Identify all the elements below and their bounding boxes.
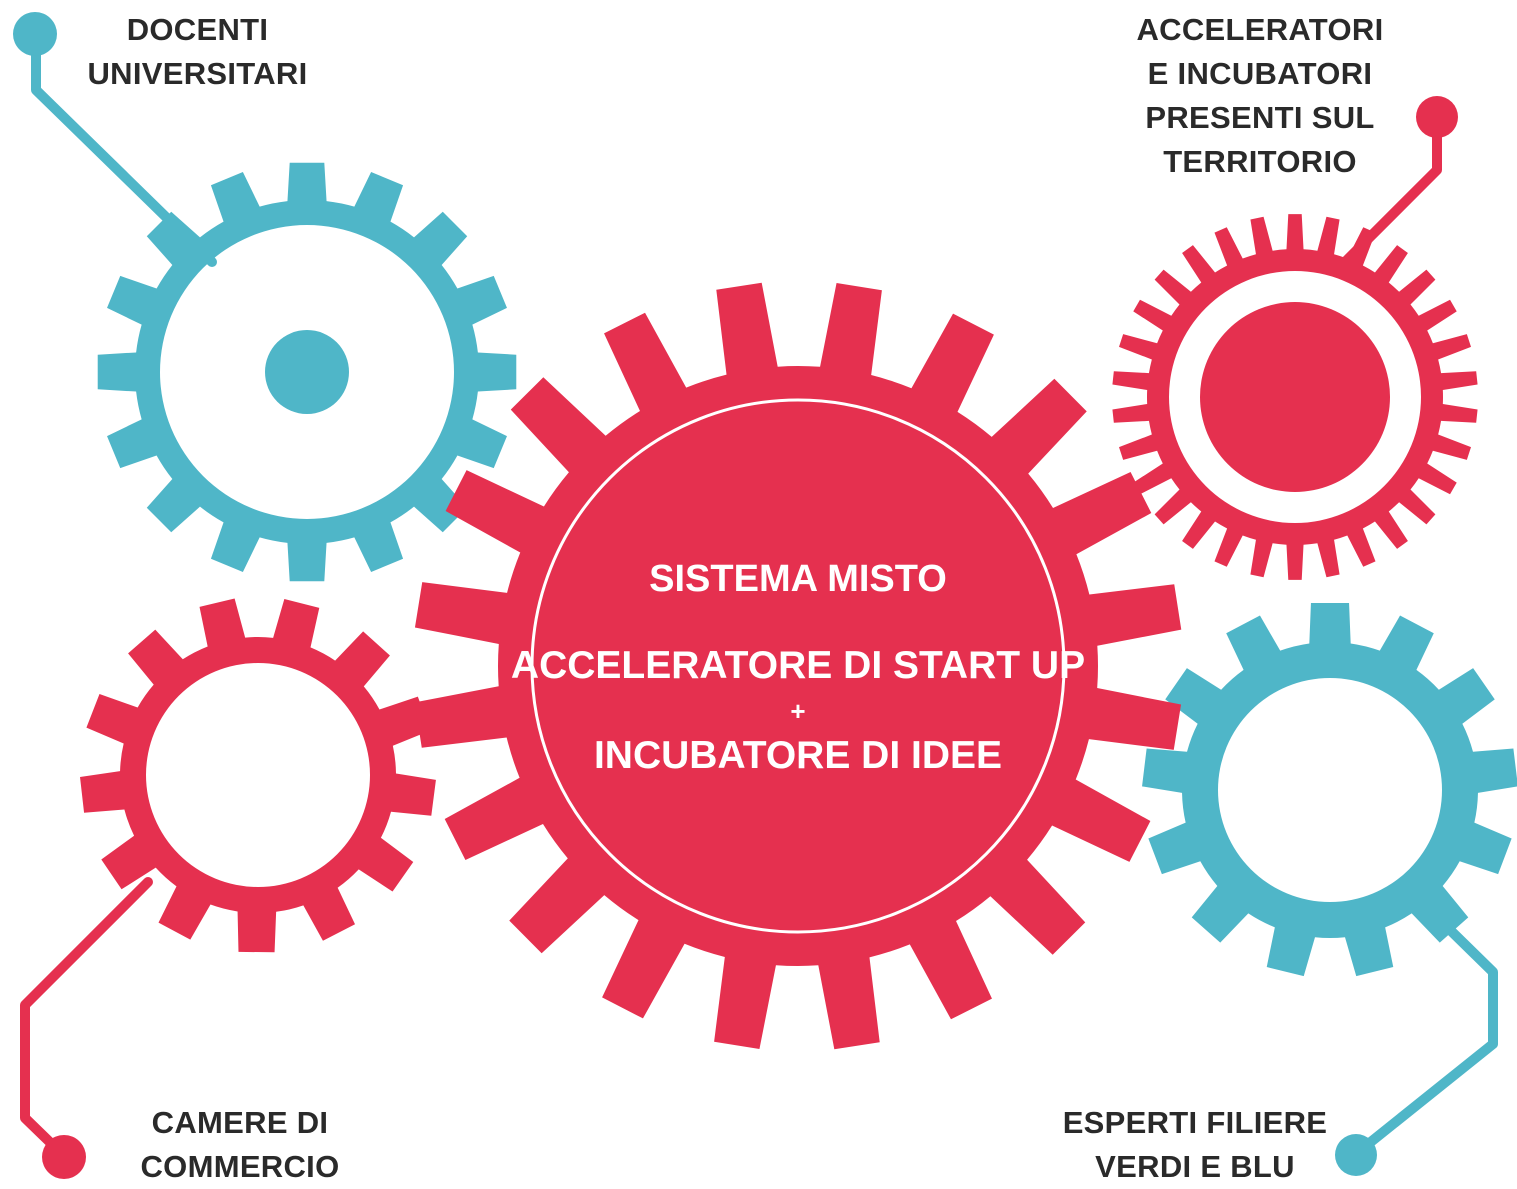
gear-bottom-right [1142, 602, 1517, 977]
connector-line-esperti [1352, 920, 1498, 1158]
label-camere-line-2: COMMERCIO [140, 1149, 340, 1184]
label-acceleratori-line-3: PRESENTI SUL [1145, 100, 1375, 135]
label-esperti-line-2: VERDI E BLU [1095, 1149, 1295, 1184]
endpoint-dot-acceleratori [1416, 96, 1458, 138]
endpoint-dot-esperti [1335, 1134, 1377, 1176]
label-acceleratori-line-2: E INCUBATORI [1147, 56, 1373, 91]
label-camere-line-1: CAMERE DI [151, 1105, 329, 1140]
label-acceleratori-line-4: TERRITORIO [1163, 144, 1357, 179]
center-line-incubator: INCUBATORE DI IDEE [593, 734, 1003, 777]
connector-line-camere [20, 877, 153, 1157]
endpoint-dot-docenti [13, 12, 57, 56]
gear-top-right [1112, 214, 1478, 580]
gear-bottom-left [80, 598, 436, 953]
gear-top-left [97, 162, 517, 582]
gear-top-right-inner-disc [1200, 302, 1390, 492]
center-plus: + [790, 696, 806, 726]
label-acceleratori-incubatori: ACCELERATORI E INCUBATORI PRESENTI SUL T… [1115, 8, 1405, 184]
gear-top-left-hub [265, 330, 349, 414]
label-camere-di-commercio: CAMERE DI COMMERCIO [110, 1101, 370, 1189]
label-docenti-universitari: DOCENTI UNIVERSITARI [70, 8, 325, 96]
label-esperti-line-1: ESPERTI FILIERE [1062, 1105, 1328, 1140]
label-docenti-line-2: UNIVERSITARI [87, 56, 308, 91]
gear-center-ring [530, 398, 1066, 934]
gear-center [414, 282, 1182, 1050]
center-line-accelerator: ACCELERATORE DI START UP [510, 644, 1086, 687]
label-acceleratori-line-1: ACCELERATORI [1136, 12, 1384, 47]
label-esperti-filiere: ESPERTI FILIERE VERDI E BLU [1040, 1101, 1350, 1189]
center-title: SISTEMA MISTO [649, 558, 947, 600]
endpoint-dot-camere [42, 1135, 86, 1179]
label-docenti-line-1: DOCENTI [126, 12, 269, 47]
connector-endpoints [13, 12, 1458, 1179]
